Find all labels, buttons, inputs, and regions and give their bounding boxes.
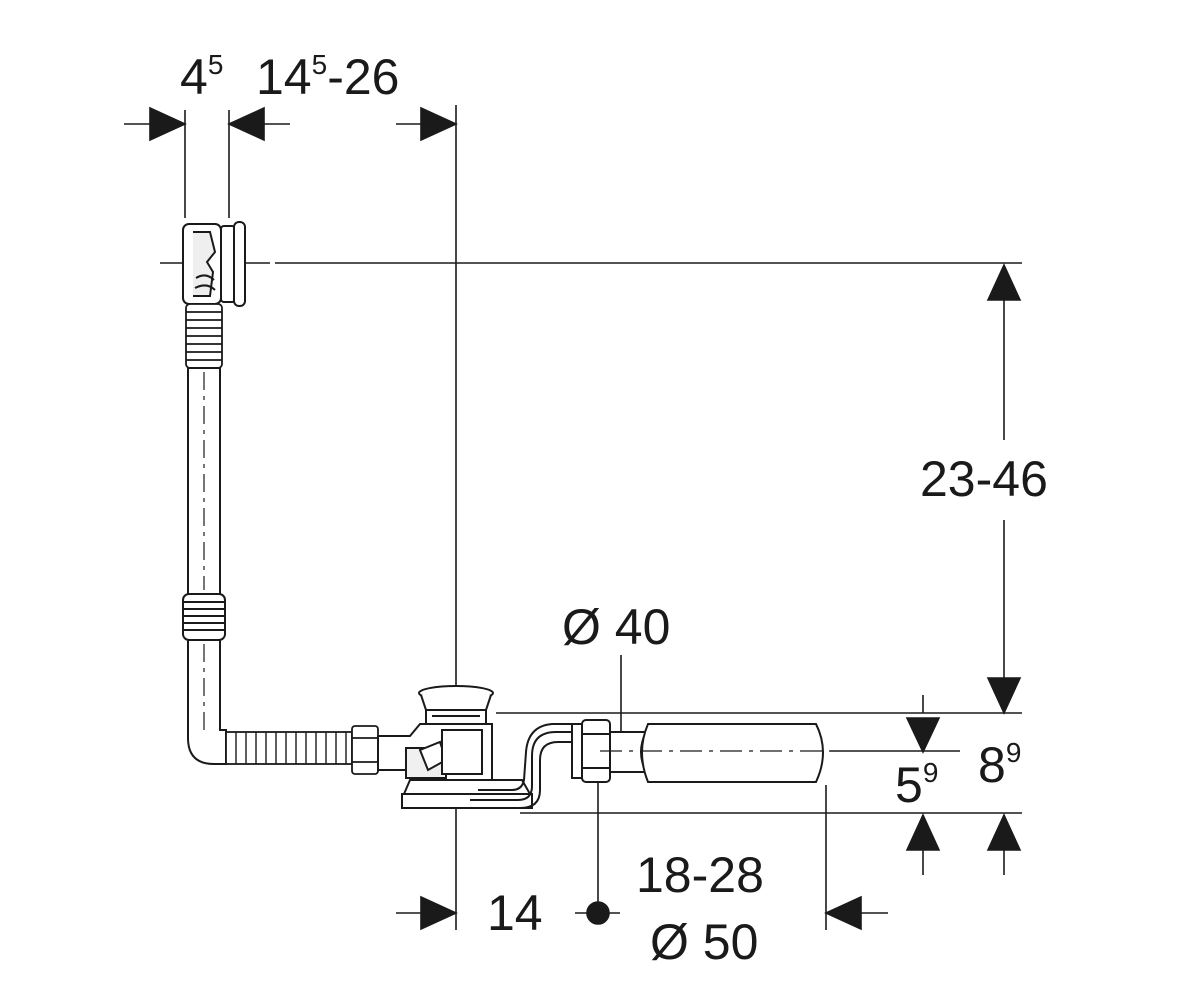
outlet-pipe <box>600 723 830 783</box>
drain-body <box>377 685 533 809</box>
dimension-right-large: 89 <box>978 737 1022 793</box>
dimension-right-small-exp: 9 <box>922 757 939 788</box>
flexible-hose <box>225 725 379 775</box>
dimension-top-mid-base: 14 <box>256 49 312 105</box>
dimension-right-large-base: 8 <box>978 737 1006 793</box>
dimension-arrows <box>124 106 1022 931</box>
dimension-diameter-40: Ø 40 <box>562 599 671 655</box>
overflow-head <box>182 221 246 307</box>
dimension-diameter-50: Ø 50 <box>650 914 759 970</box>
dimension-top-left-base: 4 <box>180 49 208 105</box>
dimension-top-mid-rest: -26 <box>327 49 400 105</box>
dimension-right-small: 59 <box>895 757 939 813</box>
dimension-top-mid: 145-26 <box>256 49 400 105</box>
dimension-top-left: 45 <box>180 49 224 105</box>
dimension-lines <box>160 105 1022 930</box>
overflow-corrugation <box>185 303 223 369</box>
trap-tube <box>470 723 580 809</box>
dimension-top-mid-exp: 5 <box>311 49 328 80</box>
dimension-top-left-exp: 5 <box>207 49 224 80</box>
dimension-right-large-exp: 9 <box>1005 737 1022 768</box>
dimension-bottom-range: 18-28 <box>636 847 764 903</box>
dimension-height-range: 23-46 <box>920 451 1048 507</box>
dimension-bottom-14: 14 <box>487 885 543 941</box>
overflow-pipe <box>182 367 227 765</box>
dimension-right-small-base: 5 <box>895 757 923 813</box>
